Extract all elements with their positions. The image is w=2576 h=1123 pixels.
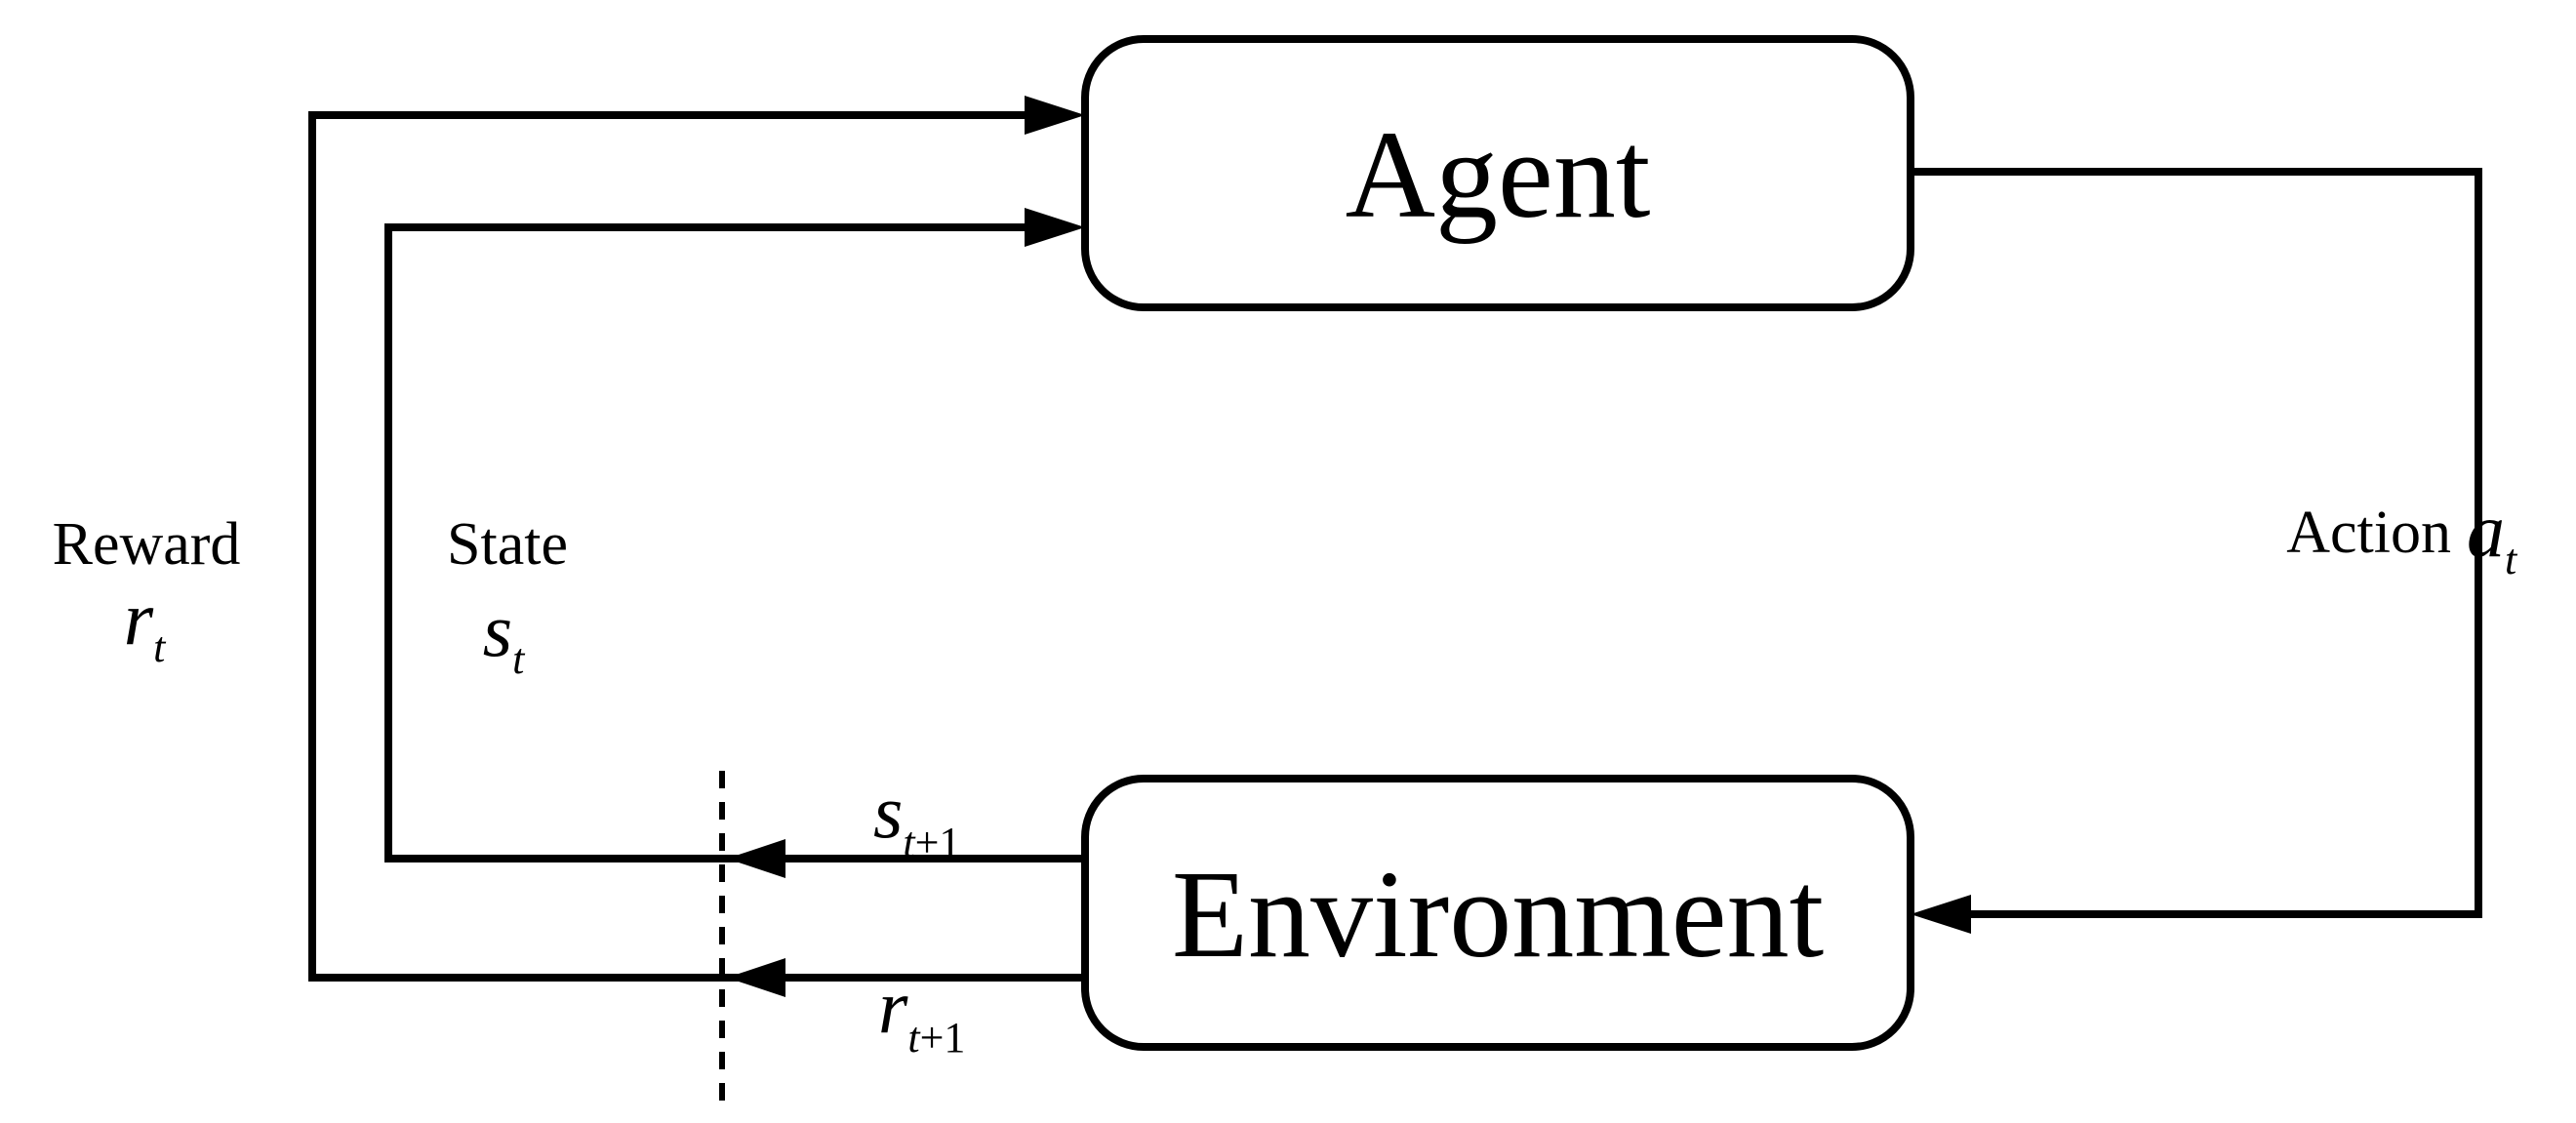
action-line	[1911, 168, 2482, 918]
action-word: Action	[2286, 500, 2451, 566]
reward-arrowhead	[1025, 96, 1085, 135]
reward-symbol-subscript: t	[153, 623, 167, 671]
next-state-symbol: s	[873, 769, 903, 854]
next-reward-subscript-rest: +1	[920, 1014, 966, 1062]
agent-label: Agent	[1346, 105, 1651, 244]
next-state-arrowhead	[727, 839, 785, 878]
next-state-subscript-rest: +1	[915, 819, 961, 866]
agent-node: Agent	[1081, 35, 1914, 311]
reward-symbol: rt	[124, 576, 167, 671]
next-reward-symbol: r	[878, 964, 908, 1049]
state-symbol-base: s	[483, 587, 512, 672]
next-state-label: st+1	[873, 769, 960, 866]
action-edge	[1911, 168, 2482, 934]
next-reward-arrowhead	[727, 958, 785, 997]
next-reward-label: rt+1	[878, 964, 965, 1062]
state-label-group: State st	[447, 511, 568, 683]
state-word: State	[447, 511, 568, 578]
state-symbol-subscript: t	[512, 635, 526, 683]
state-arrowhead	[1025, 208, 1085, 247]
next-state-subscript-var: t	[903, 819, 916, 866]
reward-line	[308, 111, 1085, 982]
action-symbol-subscript: t	[2505, 536, 2518, 583]
reward-symbol-base: r	[124, 576, 154, 661]
action-label-group: Action at	[2286, 488, 2518, 583]
next-reward-subscript-var: t	[907, 1014, 921, 1062]
environment-node: Environment	[1081, 775, 1914, 1051]
reward-word: Reward	[53, 511, 241, 578]
environment-label: Environment	[1172, 845, 1824, 983]
state-edge	[384, 208, 1085, 878]
action-arrowhead	[1911, 895, 1971, 934]
environment-box	[1081, 775, 1914, 1051]
state-symbol: st	[483, 587, 526, 683]
action-symbol: at	[2467, 488, 2518, 583]
reward-label-group: Reward rt	[53, 511, 241, 671]
reward-edge	[308, 96, 1085, 997]
action-symbol-base: a	[2467, 488, 2505, 573]
